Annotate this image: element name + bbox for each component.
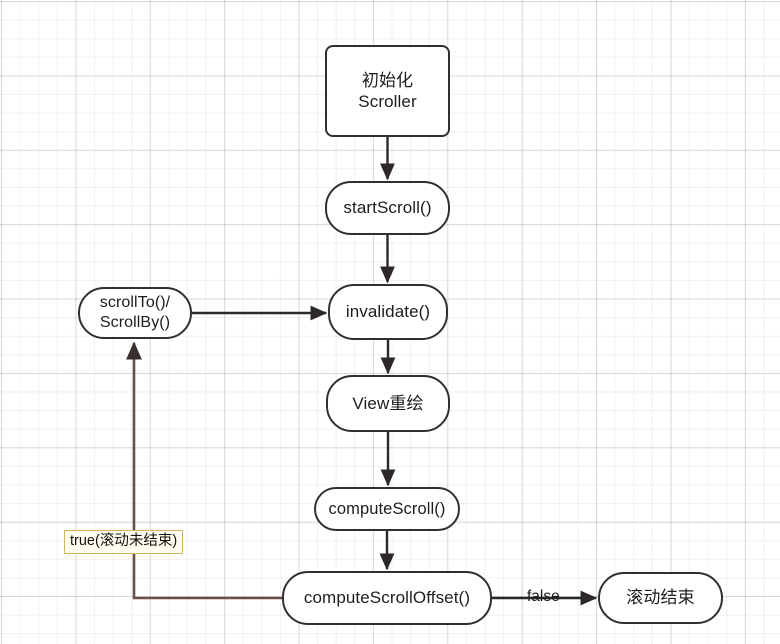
node-compute-scroll-offset[interactable]: computeScrollOffset() — [282, 571, 492, 625]
edge-label-false: false — [527, 588, 560, 605]
node-init[interactable]: 初始化 Scroller — [325, 45, 450, 137]
node-start-scroll[interactable]: startScroll() — [325, 181, 450, 235]
node-invalidate[interactable]: invalidate() — [328, 284, 448, 340]
edge-computescrolloffset-to-scrollto-loop — [125, 341, 282, 600]
node-scroll-end[interactable]: 滚动结束 — [598, 572, 723, 624]
node-view-redraw[interactable]: View重绘 — [326, 375, 450, 432]
edge-label-true-scrolling-not-finished: true(滚动未结束) — [64, 530, 184, 554]
node-scroll-to-by[interactable]: scrollTo()/ ScrollBy() — [78, 287, 192, 339]
node-compute-scroll[interactable]: computeScroll() — [314, 487, 460, 531]
